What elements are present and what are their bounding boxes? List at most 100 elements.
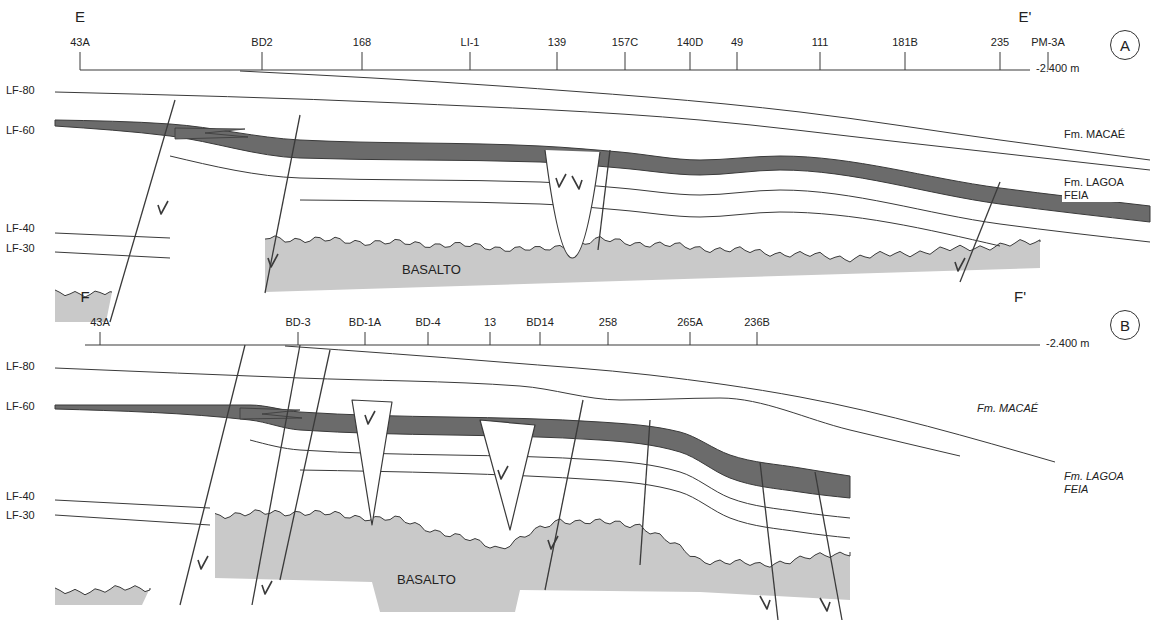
well-name: 43A xyxy=(70,36,90,49)
well-name: PM-3A xyxy=(1031,36,1065,49)
lf30-horizon xyxy=(55,515,210,525)
unconformity-line xyxy=(55,586,150,595)
well-name: 236B xyxy=(744,316,770,329)
slip-mark xyxy=(556,174,566,187)
well-tick xyxy=(470,52,471,70)
panel-letter: A xyxy=(1120,37,1130,54)
well-name: 43A xyxy=(90,316,110,329)
panel-letter: B xyxy=(1120,317,1130,334)
section-end-letter: E' xyxy=(1019,8,1032,25)
horizon-name: LF-60 xyxy=(4,400,37,413)
fault-line xyxy=(598,150,610,250)
well-tick xyxy=(262,52,263,70)
well-tick xyxy=(540,332,541,345)
slip-mark xyxy=(572,176,582,189)
interfingering xyxy=(175,128,248,139)
lf40-horizon xyxy=(55,500,210,508)
horizon-name: LF-30 xyxy=(4,509,37,522)
slip-mark xyxy=(955,258,965,271)
fault-line xyxy=(760,462,778,620)
lf40-horizon xyxy=(55,233,170,238)
well-tick xyxy=(490,332,491,345)
well-name: BD-4 xyxy=(415,316,440,329)
well-name: 140D xyxy=(677,36,703,49)
well-tick xyxy=(100,332,101,345)
rock-name: BASALTO xyxy=(400,262,463,277)
fault-line xyxy=(815,472,842,620)
fault-line xyxy=(640,420,650,565)
slip-mark xyxy=(548,536,558,549)
well-name: 111 xyxy=(812,36,829,49)
datum-line xyxy=(80,69,1030,70)
section-end-letter: F' xyxy=(1014,288,1026,305)
rock-name: BASALTO xyxy=(395,572,458,587)
slip-mark xyxy=(262,581,272,594)
well-tick xyxy=(625,52,626,70)
fault-line xyxy=(265,115,300,293)
lf60-shale-band xyxy=(55,405,850,498)
slip-mark xyxy=(158,201,168,214)
well-tick xyxy=(608,332,609,345)
slip-mark xyxy=(268,254,278,267)
interfingering xyxy=(240,408,302,419)
panel-circle: A xyxy=(1110,30,1140,60)
slip-mark xyxy=(760,596,770,609)
well-name: 157C xyxy=(612,36,638,49)
lf60-shale-band xyxy=(55,120,1150,222)
well-tick xyxy=(362,52,363,70)
well-name: 49 xyxy=(731,36,743,49)
fault-line xyxy=(110,100,175,322)
graben-fill xyxy=(480,420,535,530)
formation-name: Fm. LAGOA FEIA xyxy=(1062,470,1128,496)
horizon-name: LF-40 xyxy=(4,490,37,503)
well-tick xyxy=(757,332,758,345)
horizon xyxy=(170,156,1150,242)
well-name: 13 xyxy=(484,316,496,329)
horizon-name: LF-80 xyxy=(4,360,37,373)
well-tick xyxy=(690,52,691,70)
macae-top xyxy=(240,71,1150,160)
well-name: 168 xyxy=(353,36,371,49)
lf80-horizon xyxy=(55,92,1150,170)
well-name: 139 xyxy=(548,36,566,49)
well-name: BD14 xyxy=(526,316,554,329)
basalt-body xyxy=(55,586,150,605)
slip-mark xyxy=(498,466,508,479)
lf30-horizon xyxy=(55,252,170,258)
horizon xyxy=(250,440,850,518)
graben-fill xyxy=(352,400,392,525)
well-tick xyxy=(557,52,558,70)
well-name: 181B xyxy=(892,36,918,49)
well-tick xyxy=(905,52,906,70)
slip-mark xyxy=(198,556,208,569)
formation-name: Fm. MACAÉ xyxy=(1062,128,1127,141)
fault-line xyxy=(252,345,300,605)
formation-name: Fm. LAGOA FEIA xyxy=(1062,176,1128,202)
depth-datum: -2.400 m xyxy=(1046,337,1089,350)
well-name: 235 xyxy=(991,36,1009,49)
horizon xyxy=(300,200,1000,246)
basalt-body xyxy=(265,236,1040,292)
depth-datum: -2.400 m xyxy=(1036,62,1079,75)
well-tick xyxy=(1000,52,1001,70)
slip-mark xyxy=(820,598,830,611)
well-tick xyxy=(737,52,738,70)
section-end-letter: F xyxy=(80,288,89,305)
horizon-name: LF-30 xyxy=(4,242,37,255)
slip-mark xyxy=(365,411,375,424)
datum-line xyxy=(85,344,1040,345)
well-name: BD2 xyxy=(251,36,272,49)
well-name: 258 xyxy=(599,316,617,329)
fault-line xyxy=(960,182,1000,282)
fault-line xyxy=(280,350,330,580)
formation-name: Fm. MACAÉ xyxy=(975,402,1040,415)
well-tick xyxy=(365,332,366,345)
graben-fill xyxy=(545,150,600,258)
horizon-name: LF-60 xyxy=(4,124,37,137)
horizon-name: LF-40 xyxy=(4,222,37,235)
macae-top xyxy=(285,346,1055,462)
well-tick xyxy=(80,52,81,70)
unconformity-line xyxy=(265,236,1040,262)
